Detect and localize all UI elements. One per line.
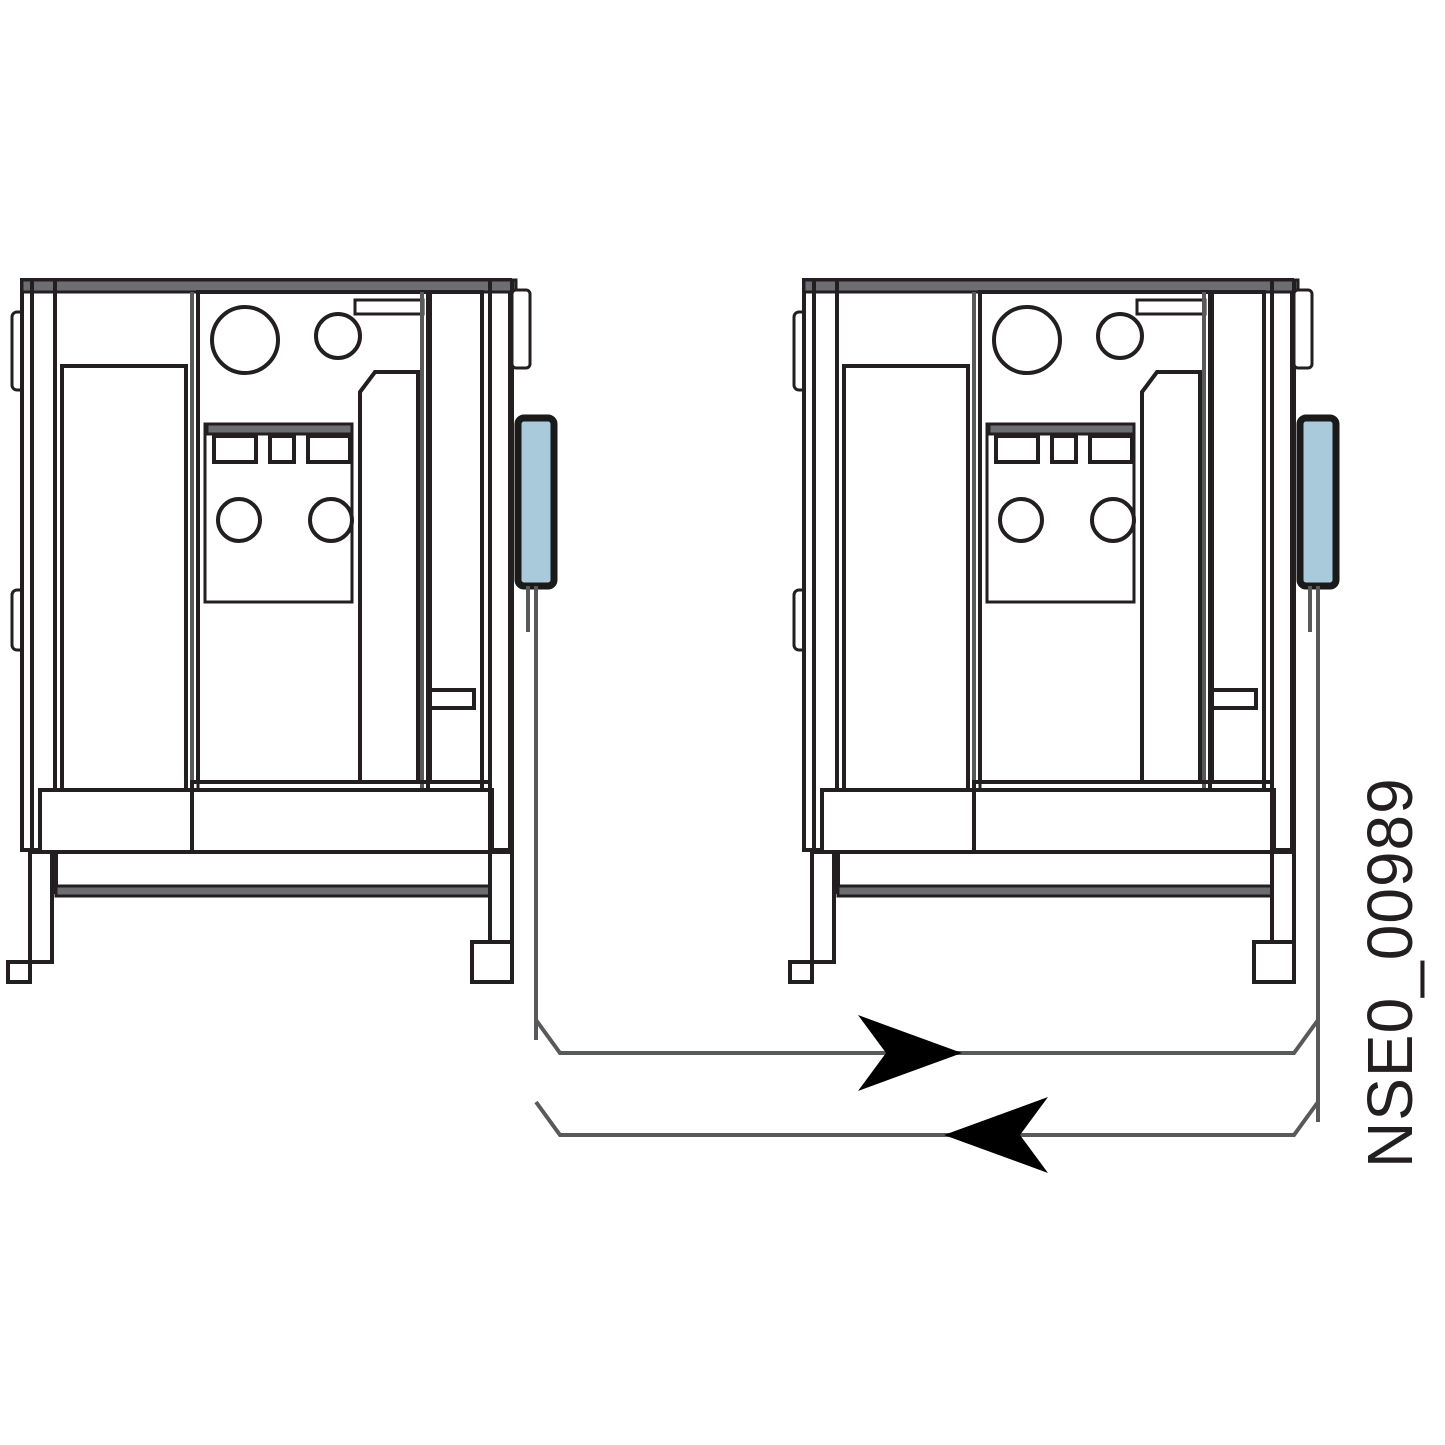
rotary-operator-large[interactable] xyxy=(992,305,1062,375)
communication-port-right-device[interactable] xyxy=(1296,414,1340,590)
device-leg-right-foot xyxy=(470,940,514,984)
rotary-operator-small[interactable] xyxy=(314,312,362,360)
bidirectional-communication-cable xyxy=(526,586,1320,1173)
device-bottom-face xyxy=(972,780,1274,854)
side-slot xyxy=(428,688,476,710)
indicator-slot-3[interactable] xyxy=(1088,434,1134,464)
rotary-operator-lower-left[interactable] xyxy=(216,497,262,543)
indicator-slot-3[interactable] xyxy=(306,434,352,464)
rotary-operator-lower-left[interactable] xyxy=(998,497,1044,543)
ventilation-slot xyxy=(1135,298,1207,316)
indicator-slot-1[interactable] xyxy=(994,434,1040,464)
side-slot xyxy=(1210,688,1258,710)
device-base-shadow xyxy=(836,884,1276,898)
arrow-right-icon xyxy=(858,1015,962,1091)
device-left[interactable] xyxy=(6,278,558,984)
device-door-panel xyxy=(60,364,188,792)
device-leg-left xyxy=(6,850,54,984)
rotary-operator-lower-right[interactable] xyxy=(1090,497,1136,543)
device-door-panel xyxy=(842,364,970,792)
device-subpanel-outline xyxy=(985,422,1136,604)
cable-return-line xyxy=(534,1100,1320,1137)
rotary-operator-small[interactable] xyxy=(1096,312,1144,360)
device-base-shadow xyxy=(54,884,494,898)
device-base-upper xyxy=(38,788,494,854)
code-label-group: NSE0_00989 xyxy=(1354,777,1426,1168)
device-leg-left xyxy=(788,850,836,984)
communication-port-left-device[interactable] xyxy=(514,414,558,590)
device-bottom-face xyxy=(190,780,492,854)
mounting-tab-top-right-left-device xyxy=(510,288,532,370)
rotary-operator-large[interactable] xyxy=(210,305,280,375)
indicator-slot-2[interactable] xyxy=(268,434,296,464)
device-tower-panel xyxy=(358,370,420,784)
device-right[interactable] xyxy=(788,278,1340,984)
indicator-slot-2[interactable] xyxy=(1050,434,1078,464)
figure-code-label: NSE0_00989 xyxy=(1354,777,1426,1168)
arrow-left-icon xyxy=(944,1097,1048,1173)
device-base-upper xyxy=(820,788,1276,854)
ventilation-slot xyxy=(353,298,425,316)
indicator-slot-1[interactable] xyxy=(212,434,258,464)
mounting-tab-top-right-right-device xyxy=(1292,288,1314,370)
device-tower-panel xyxy=(1140,370,1202,784)
device-subpanel-outline xyxy=(203,422,354,604)
device-leg-right-foot xyxy=(1252,940,1296,984)
rotary-operator-lower-right[interactable] xyxy=(308,497,354,543)
